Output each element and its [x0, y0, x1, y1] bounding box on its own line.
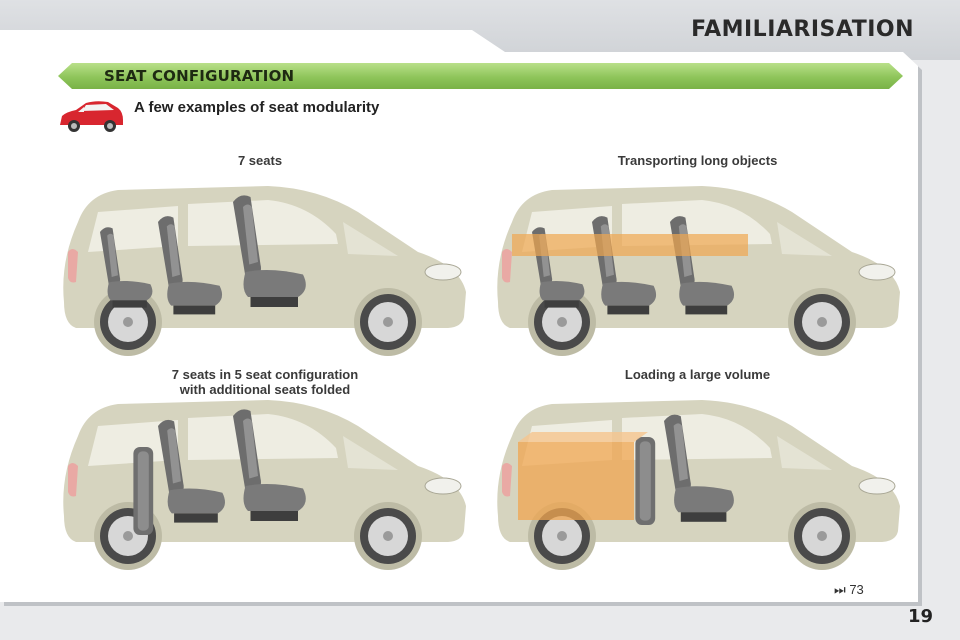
side-window [188, 200, 338, 246]
page-ref-number: 73 [849, 582, 864, 597]
seat-back-highlight [166, 224, 180, 277]
page-title: FAMILIARISATION [691, 17, 914, 42]
seat-cushion [243, 484, 306, 511]
seat-cushion [679, 281, 735, 306]
windscreen [343, 436, 398, 470]
section-title: SEAT CONFIGURATION [104, 67, 295, 85]
seat-rail [680, 512, 727, 522]
tail-light [502, 463, 512, 497]
seat-cushion [167, 488, 225, 514]
seat-back-highlight [243, 418, 258, 479]
seat-cushion [167, 281, 223, 306]
seat [664, 414, 734, 522]
seat-back-highlight [639, 441, 651, 521]
caption-7-seats: 7 seats [237, 153, 283, 168]
fast-forward-icon: ⏭ [834, 582, 846, 597]
seat-cushion [674, 486, 734, 513]
seat-rail [607, 305, 650, 315]
side-window [622, 414, 772, 460]
seat-rail [250, 297, 298, 307]
hub [557, 531, 567, 541]
rear-window [88, 420, 178, 466]
head-light [424, 477, 462, 495]
seat-rail [173, 305, 216, 315]
hub [123, 531, 133, 541]
subtitle: A few examples of seat modularity [134, 99, 380, 116]
cargo-top-face [518, 432, 648, 442]
seat-cushion [539, 280, 585, 301]
tail-light [502, 249, 512, 283]
seat [158, 419, 225, 523]
hub [817, 531, 827, 541]
seat [100, 227, 153, 308]
large-volume-cargo [518, 442, 634, 520]
seat [133, 447, 154, 535]
seat-back-highlight [243, 204, 258, 265]
seat [635, 437, 656, 525]
windscreen [777, 222, 832, 256]
seat [233, 409, 306, 521]
seat-back-highlight [673, 423, 688, 481]
car-body [63, 400, 466, 570]
seat-cushion [601, 281, 657, 306]
side-window [188, 414, 338, 460]
car-illustration-large-volume [497, 400, 900, 570]
seat-rail [685, 305, 728, 315]
head-light [858, 263, 896, 281]
tail-light [68, 249, 78, 283]
windscreen [777, 436, 832, 470]
section-bar [58, 63, 903, 89]
car-illustration-5-seats [63, 400, 466, 570]
windscreen [343, 222, 398, 256]
seat [233, 195, 306, 307]
head-light [424, 263, 462, 281]
seat-back-highlight [137, 451, 149, 531]
car-illustration-long-objects [497, 186, 900, 356]
long-object-cargo [512, 234, 748, 256]
car-body [63, 186, 466, 356]
seat-rail [174, 513, 218, 523]
hub [557, 317, 567, 327]
page-number: 19 [908, 606, 934, 627]
car-body [497, 400, 900, 570]
head-light [858, 477, 896, 495]
seat-back-highlight [167, 428, 181, 484]
car-body [497, 186, 900, 356]
hub [383, 531, 393, 541]
car-icon [60, 101, 123, 132]
car-illustration-7-seats [63, 186, 466, 356]
seat-back-highlight [107, 233, 118, 277]
hub [817, 317, 827, 327]
tail-light [68, 463, 78, 497]
seat-cushion [243, 270, 306, 297]
seat [158, 216, 223, 315]
seat-rail [112, 300, 147, 308]
seat-rail [250, 511, 298, 521]
caption-large-volume: Loading a large volume [624, 367, 771, 382]
page-reference[interactable]: ⏭ 73 [834, 582, 864, 598]
hub [123, 317, 133, 327]
caption-long-objects: Transporting long objects [617, 153, 778, 168]
seat-cushion [107, 280, 153, 301]
caption-5-seat-config: 7 seats in 5 seat configuration with add… [171, 367, 359, 397]
hub [383, 317, 393, 327]
seat-rail [544, 300, 579, 308]
